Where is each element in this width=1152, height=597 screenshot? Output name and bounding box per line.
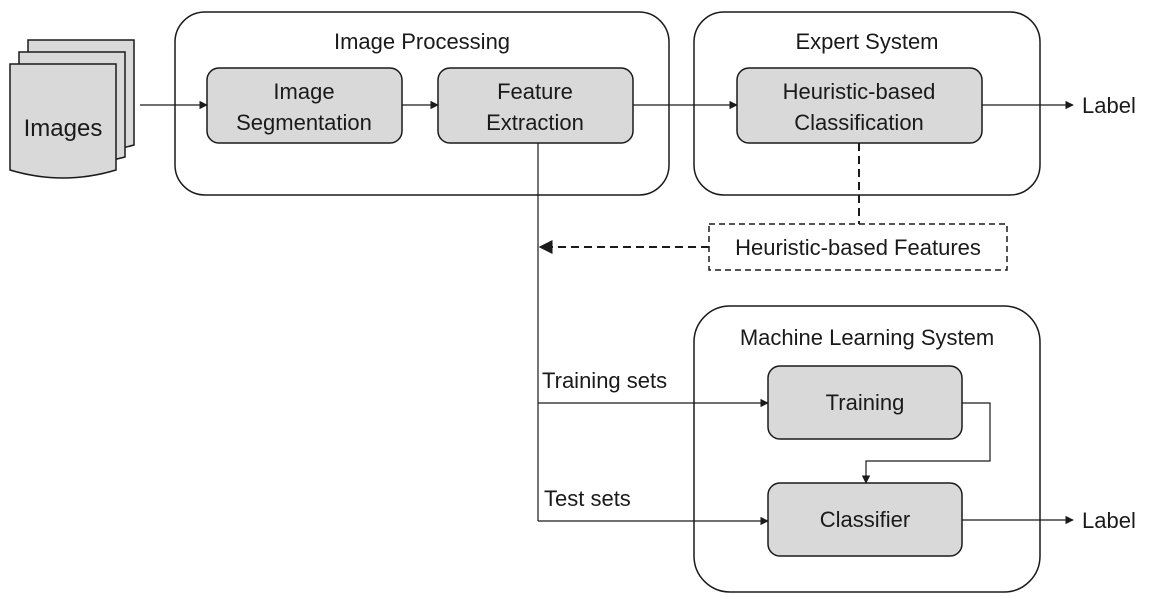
image-segmentation-box: Image Segmentation [206, 67, 403, 144]
image-processing-title: Image Processing [334, 29, 510, 54]
image-segmentation-line-2: Segmentation [236, 110, 372, 135]
training-label: Training [826, 390, 905, 415]
image-processing-group [174, 11, 670, 196]
test-sets-label: Test sets [544, 486, 631, 511]
images-input: Images [9, 39, 135, 179]
machine-learning-group [693, 305, 1041, 593]
feature-extraction-line-1: Feature [497, 79, 573, 104]
image-segmentation-line-1: Image [273, 79, 334, 104]
images-label: Images [24, 115, 103, 142]
ml-output-label: Label [1082, 508, 1136, 533]
document-stack-icon [9, 39, 135, 179]
classifier-label: Classifier [820, 507, 910, 532]
expert-output-label: Label [1082, 93, 1136, 118]
arrow-training-to-classifier [861, 402, 991, 484]
heuristic-classification-line-1: Heuristic-based [783, 79, 936, 104]
classifier-box: Classifier [767, 482, 963, 557]
expert-system-group [693, 11, 1041, 196]
heuristic-features-box: Heuristic-based Features [708, 223, 1008, 271]
heuristic-features-label: Heuristic-based Features [735, 235, 981, 260]
feature-extraction-line-2: Extraction [486, 110, 584, 135]
heuristic-classification-line-2: Classification [794, 110, 924, 135]
feature-extraction-box: Feature Extraction [437, 67, 634, 144]
training-box: Training [767, 365, 963, 440]
training-sets-label: Training sets [542, 368, 667, 393]
machine-learning-title: Machine Learning System [740, 325, 994, 350]
heuristic-classification-box: Heuristic-based Classification [736, 67, 983, 144]
expert-system-title: Expert System [795, 29, 938, 54]
